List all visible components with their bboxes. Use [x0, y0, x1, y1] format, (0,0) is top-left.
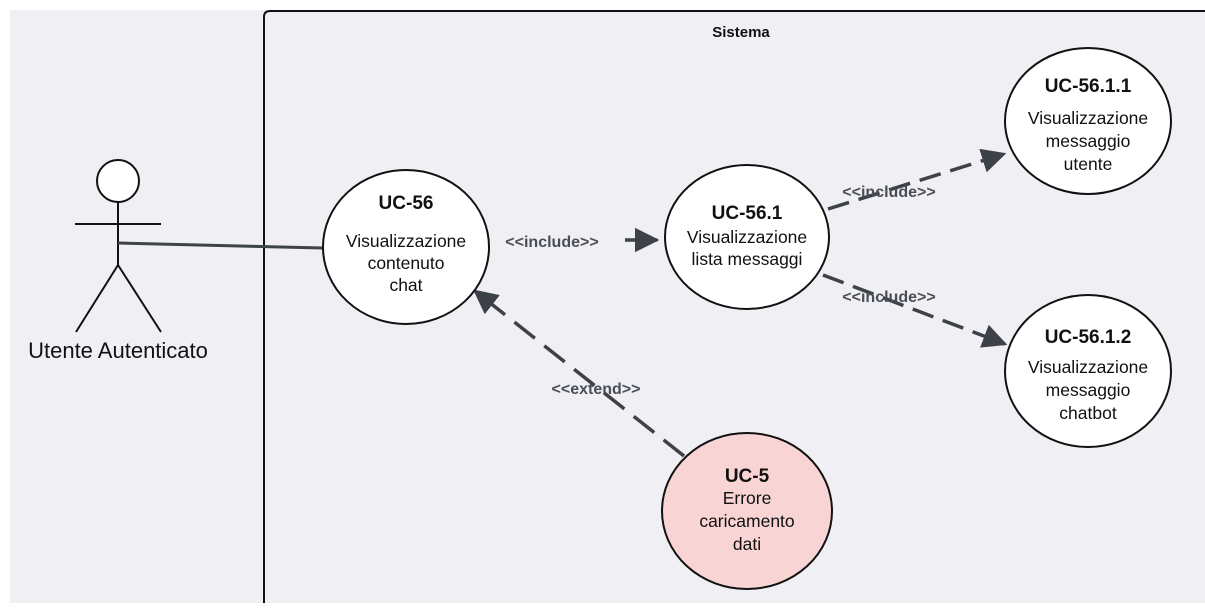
uc-56-1-line-1: Visualizzazione	[687, 227, 807, 247]
uc-56-1-2-ellipse	[1004, 294, 1172, 448]
uc-56-id: UC-56	[379, 193, 434, 214]
extend-arrow-5-to-56	[473, 289, 686, 458]
uc-5-line-1: Errore	[723, 488, 772, 508]
actor-label: Utente Autenticato	[28, 338, 208, 363]
actor-left-leg	[75, 264, 119, 333]
uc-56-1-2-line-1: Visualizzazione	[1028, 357, 1148, 377]
uc-56-ellipse	[322, 169, 490, 325]
uc-56-1-1-line-3: utente	[1064, 154, 1113, 174]
uc-5-line-3: dati	[733, 534, 761, 554]
system-boundary	[263, 10, 1205, 603]
uc-56-1-1-line-1: Visualizzazione	[1028, 108, 1148, 128]
uc-56-line-2: contenuto	[368, 253, 445, 273]
uc-56-1-1-id: UC-56.1.1	[1045, 76, 1132, 97]
use-case-uc-56-1[interactable]: UC-56.1 Visualizzazione lista messaggi	[664, 164, 830, 310]
uc-56-1-line-2: lista messaggi	[692, 249, 803, 269]
uc-56-1-2-id: UC-56.1.2	[1045, 327, 1132, 348]
uc-56-1-1-ellipse	[1004, 47, 1172, 195]
use-case-uc-56[interactable]: UC-56 Visualizzazione contenuto chat	[322, 169, 490, 325]
uc-56-line-3: chat	[389, 275, 422, 295]
include-label-1: <<include>>	[505, 234, 598, 251]
uc-5-ellipse	[661, 432, 833, 590]
uc-5-line-2: caricamento	[699, 511, 794, 531]
include-arrow-561-to-5612	[822, 273, 1008, 348]
uc-56-1-1-line-2: messaggio	[1046, 131, 1131, 151]
actor-right-leg	[117, 264, 162, 333]
association-line	[117, 241, 324, 250]
uc-56-1-id: UC-56.1	[712, 203, 783, 224]
uc-56-1-2-line-2: messaggio	[1046, 380, 1131, 400]
system-title: Sistema	[712, 24, 770, 41]
uc-56-1-2-line-3: chatbot	[1059, 403, 1117, 423]
actor-head	[96, 159, 140, 203]
include-label-2: <<include>>	[842, 184, 935, 201]
uc-56-line-1: Visualizzazione	[346, 231, 466, 251]
actor-utente-autenticato[interactable]: Utente Autenticato	[28, 159, 208, 363]
extend-label: <<extend>>	[552, 381, 641, 398]
include-label-3: <<include>>	[842, 289, 935, 306]
uc-5-id: UC-5	[725, 466, 770, 487]
use-case-uc-56-1-1[interactable]: UC-56.1.1 Visualizzazione messaggio uten…	[1004, 47, 1172, 195]
use-case-uc-5[interactable]: UC-5 Errore caricamento dati	[661, 432, 833, 590]
use-case-uc-56-1-2[interactable]: UC-56.1.2 Visualizzazione messaggio chat…	[1004, 294, 1172, 448]
uc-56-1-ellipse	[664, 164, 830, 310]
